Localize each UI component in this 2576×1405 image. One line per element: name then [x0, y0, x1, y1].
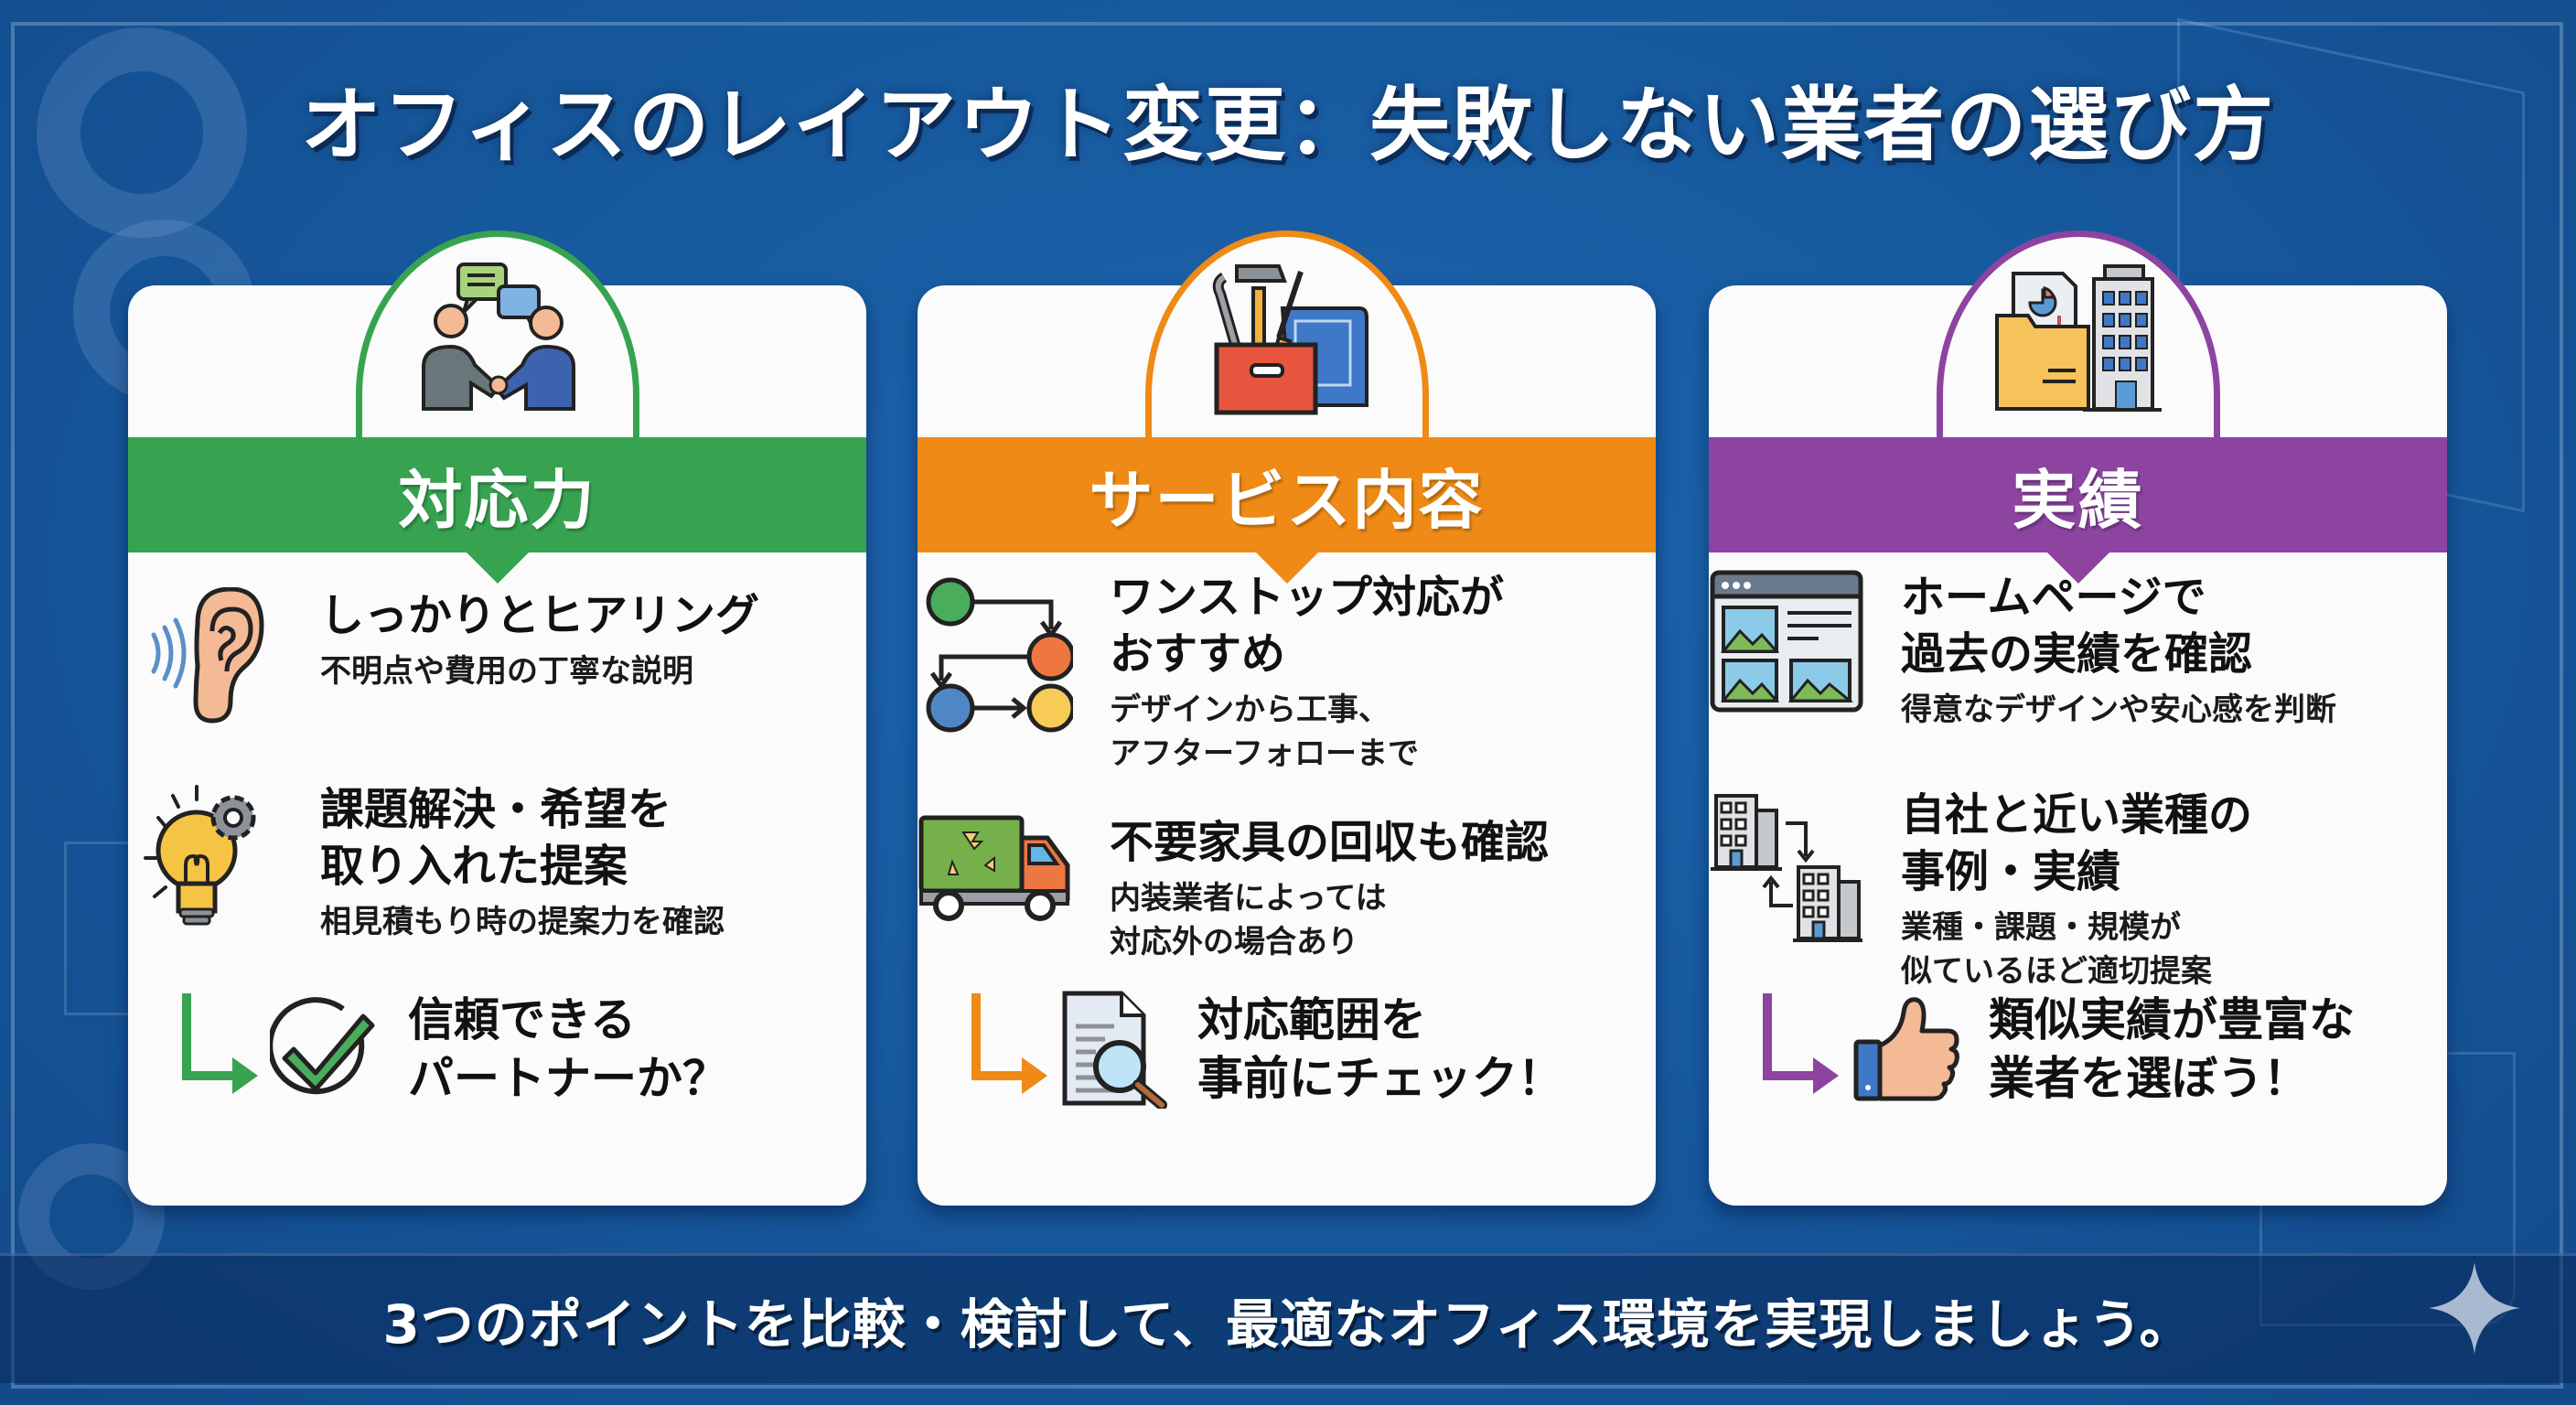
- toolbox-blueprint-icon: [1212, 264, 1368, 415]
- result-callout: 対応範囲を事前にチェック！: [963, 990, 1637, 1109]
- item-heading: 不要家具の回収も確認: [1110, 817, 1550, 868]
- item-heading: ホームページで過去の実績を確認: [1901, 572, 2253, 680]
- item-description: デザインから工事、アフターフォローまで: [1110, 692, 1419, 772]
- item-heading: ワンストップ対応がおすすめ: [1110, 572, 1505, 680]
- card-header-title: サービス内容: [1089, 462, 1485, 538]
- item-description: 不明点や費用の丁寧な説明: [320, 653, 693, 690]
- recycle-truck-icon: [918, 815, 1070, 921]
- item-description: 内装業者によっては対応外の場合あり: [1110, 880, 1387, 960]
- card-header-band: 実績: [1709, 437, 2447, 552]
- result-callout: 類似実績が豊富な業者を選ぼう！: [1755, 990, 2429, 1109]
- result-text: 類似実績が豊富な業者を選ぼう！: [1989, 993, 2355, 1105]
- buildings-exchange-icon: [1711, 794, 1862, 942]
- item-description: 得意なデザインや安心感を判断: [1901, 692, 2336, 728]
- list-item: ワンストップ対応がおすすめ デザインから工事、アフターフォローまで: [918, 569, 1656, 776]
- document-magnifier-icon: [1062, 991, 1167, 1109]
- list-item: 課題解決・希望を取り入れた提案 相見積もり時の提案力を確認: [128, 781, 866, 944]
- page-title: オフィスのレイアウト変更：失敗しない業者の選び方: [300, 78, 2276, 172]
- card-header-band: 対応力: [128, 437, 866, 552]
- result-callout: 信頼できるパートナーか？: [174, 990, 848, 1109]
- thumbs-up-icon: [1853, 997, 1959, 1101]
- list-item: しっかりとヒアリング 不明点や費用の丁寧な説明: [128, 587, 866, 724]
- header-icon-bubble: [1936, 231, 2220, 505]
- workflow-steps-icon: [926, 577, 1073, 733]
- result-text: 対応範囲を事前にチェック！: [1197, 993, 1563, 1105]
- folder-building-icon: [1994, 264, 2162, 412]
- item-description: 業種・課題・規模が似ているほど適切提案: [1901, 909, 2212, 990]
- result-text: 信頼できるパートナーか？: [408, 993, 728, 1105]
- elbow-arrow-icon: [971, 993, 1047, 1094]
- website-gallery-icon: [1710, 570, 1863, 713]
- handshake-chat-icon: [421, 263, 575, 411]
- card-header-title: 対応力: [398, 462, 596, 538]
- card-header-band: サービス内容: [918, 437, 1656, 552]
- lightbulb-gear-icon: [144, 785, 256, 926]
- ear-listening-icon: [151, 587, 264, 724]
- item-heading: 課題解決・希望を取り入れた提案: [320, 784, 672, 892]
- sparkle-icon: [2429, 1262, 2520, 1354]
- item-description: 相見積もり時の提案力を確認: [320, 904, 724, 940]
- elbow-arrow-icon: [1763, 993, 1839, 1094]
- list-item: 自社と近い業種の事例・実績 業種・課題・規模が似ているほど適切提案: [1709, 787, 2447, 993]
- card-track-record: 実績 ホームページで過去の実績を確認 得意なデザインや安心感を判断: [1709, 231, 2447, 1206]
- checkmark-circle-icon: [270, 997, 375, 1095]
- card-responsiveness: 対応力 しっかりとヒアリング 不明点や費用の丁寧な説明: [128, 231, 866, 1206]
- card-service-content: サービス内容 ワンストップ対応がおすすめ デザインから工事、アフターフォローまで: [918, 231, 1656, 1206]
- elbow-arrow-icon: [182, 993, 258, 1094]
- item-heading: しっかりとヒアリング: [320, 590, 760, 641]
- footer-message: 3つのポイントを比較・検討して、最適なオフィス環境を実現しましょう。: [382, 1292, 2194, 1356]
- card-header-title: 実績: [2012, 462, 2144, 538]
- footer-banner: 3つのポイントを比較・検討して、最適なオフィス環境を実現しましょう。: [0, 1253, 2576, 1383]
- item-heading: 自社と近い業種の事例・実績: [1901, 789, 2253, 897]
- list-item: 不要家具の回収も確認 内装業者によっては対応外の場合あり: [918, 814, 1656, 964]
- list-item: ホームページで過去の実績を確認 得意なデザインや安心感を判断: [1709, 569, 2447, 732]
